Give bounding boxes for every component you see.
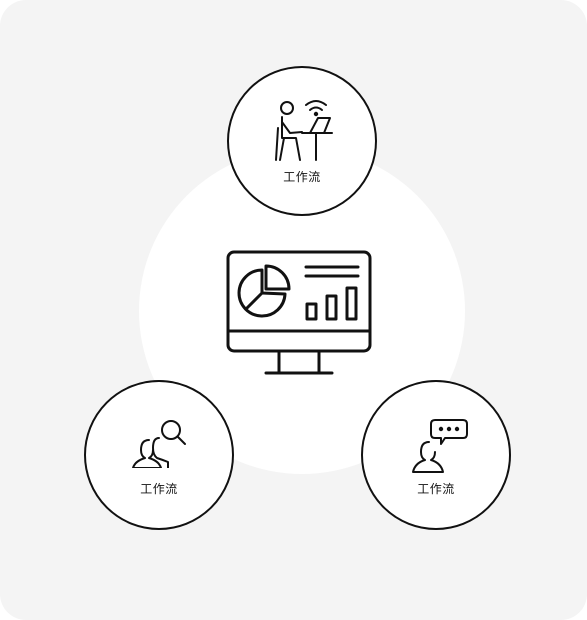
monitor-analytics-icon — [226, 250, 372, 375]
user-chat-bubble-icon — [412, 419, 468, 473]
users-search-icon — [132, 420, 186, 468]
person-at-laptop-wifi-icon — [275, 100, 333, 161]
node-top: 工作流 — [227, 66, 377, 216]
node-right: 工作流 — [361, 380, 511, 530]
node-left: 工作流 — [84, 380, 234, 530]
node-top-label: 工作流 — [283, 170, 321, 184]
node-right-label: 工作流 — [417, 482, 455, 496]
node-left-label: 工作流 — [140, 482, 178, 496]
